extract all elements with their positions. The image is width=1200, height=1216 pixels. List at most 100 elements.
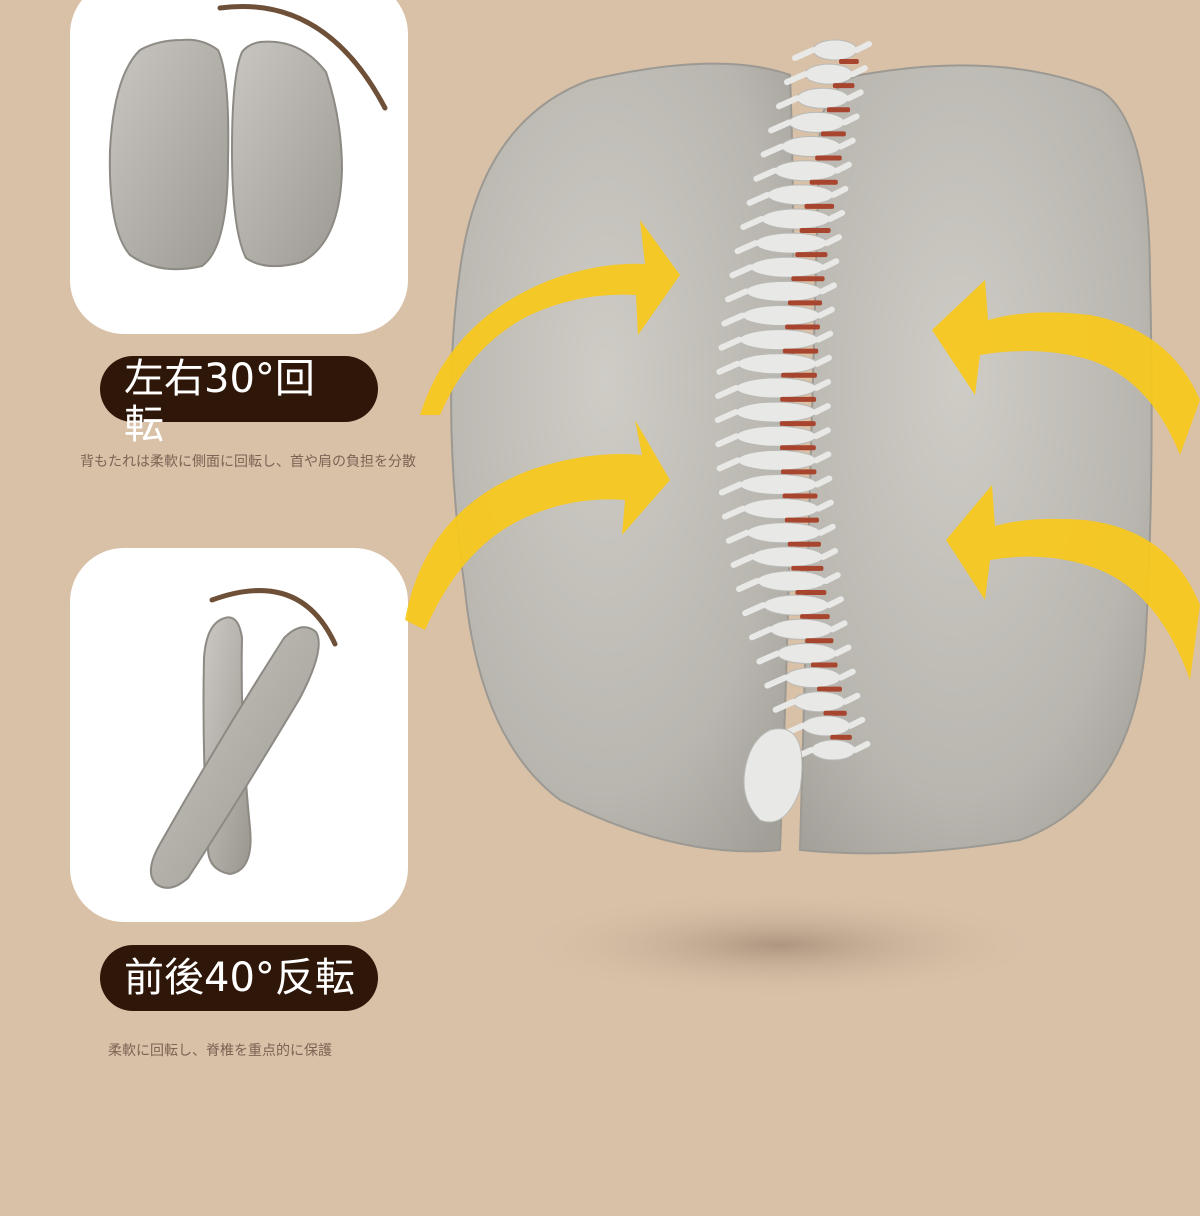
support-arrows <box>405 220 1200 680</box>
rotation-flip-card <box>70 548 408 922</box>
vertebra-process <box>783 65 868 86</box>
rotation-side-card <box>70 0 408 334</box>
vertebra <box>737 449 817 471</box>
vertebra <box>793 691 846 713</box>
vertebra <box>735 377 817 399</box>
vertebra <box>812 39 858 61</box>
spinal-disc <box>782 493 818 499</box>
vertebra-process <box>756 644 852 665</box>
vertebra-process <box>760 137 856 158</box>
arrow-upper-right-icon <box>932 280 1200 455</box>
spinal-disc <box>795 590 827 596</box>
vertebra-process <box>740 209 846 230</box>
arrow-lower-left-icon <box>405 420 670 630</box>
spinal-disc <box>791 565 824 571</box>
vertebra <box>781 136 842 158</box>
feature-caption-2: 柔軟に回転し、脊椎を重点的に保護 <box>108 1043 332 1059</box>
vertebra <box>749 256 825 278</box>
spinal-disc <box>791 276 825 282</box>
spinal-disc <box>809 179 838 185</box>
spinal-disc <box>805 638 834 644</box>
vertebra-process <box>768 113 860 134</box>
vertebra-process <box>721 499 834 520</box>
spinal-disc <box>830 734 852 740</box>
rotation-arc-icon <box>217 4 388 111</box>
right-pad <box>230 40 344 268</box>
spinal-disc <box>810 662 838 668</box>
vertebra-process <box>716 354 832 375</box>
spinal-disc <box>823 710 847 716</box>
vertebra-process <box>716 451 832 472</box>
spinal-disc <box>779 421 816 427</box>
vertebra <box>738 329 819 351</box>
vertebra-process <box>734 234 843 255</box>
spinal-disc <box>795 252 828 258</box>
spinal-disc <box>800 614 830 620</box>
vertebra <box>746 522 822 544</box>
sacrum <box>743 728 803 823</box>
cushion-shadow <box>510 890 1050 1000</box>
spinal-disc <box>826 107 851 113</box>
vertebra <box>801 715 851 737</box>
vertebra-process <box>772 692 861 713</box>
vertebra-process <box>715 427 831 448</box>
vertebra-process <box>775 89 864 110</box>
spinal-disc <box>804 203 835 209</box>
spinal-disc <box>815 155 842 161</box>
spinal-disc <box>787 300 823 306</box>
vertebra <box>788 111 846 133</box>
vertebra <box>756 570 827 592</box>
vertebra-process <box>718 475 833 496</box>
vertebra <box>745 280 823 302</box>
feature-title-1: 左右30°回転 <box>124 356 315 448</box>
spinal-disc <box>799 227 831 233</box>
vertebra-process <box>753 161 852 182</box>
vertebra <box>762 594 830 616</box>
vertebra <box>742 498 820 520</box>
spinal-disc <box>817 686 842 692</box>
spinal-disc <box>781 372 817 378</box>
vertebra <box>804 63 854 85</box>
vertebra <box>776 642 837 664</box>
spine <box>714 39 872 823</box>
crossed-cushion-image <box>149 588 338 889</box>
spinal-disc <box>820 131 846 137</box>
cushion-right-half <box>798 64 1153 855</box>
vertebra-process <box>718 330 834 351</box>
spinal-disc <box>839 59 859 64</box>
cushion-spine-illustration <box>405 39 1200 1000</box>
spinal-disc <box>787 541 821 547</box>
vertebra-process <box>764 668 856 689</box>
vertebra <box>736 353 818 375</box>
vertebra-process <box>714 403 831 424</box>
split-cushion-image <box>108 4 388 271</box>
vertebra-process <box>746 185 849 206</box>
vertebra <box>810 739 856 761</box>
spinal-disc <box>784 517 819 523</box>
vertebra <box>735 401 817 423</box>
spinal-disc <box>780 469 817 475</box>
feature-title-pill-2: 前後40°反転 <box>100 945 378 1011</box>
arrow-lower-right-icon <box>946 485 1200 680</box>
vertebra-process <box>748 620 848 641</box>
vertebra <box>760 208 831 230</box>
feature-title-pill-1: 左右30°回転 <box>100 356 378 448</box>
vertebra-process <box>715 378 832 399</box>
vertebra-process <box>725 523 836 544</box>
spinal-disc <box>782 348 819 354</box>
vertebra <box>767 184 834 206</box>
vertebra <box>773 160 838 182</box>
left-pad <box>108 38 230 271</box>
vertebra-process <box>725 282 837 303</box>
spinal-disc <box>832 83 855 89</box>
arrow-upper-left-icon <box>420 220 680 415</box>
vertebra-process <box>729 258 840 279</box>
feature-caption-1: 背もたれは柔軟に側面に回転し、首や肩の負担を分散 <box>80 454 416 470</box>
spinal-disc <box>780 396 817 402</box>
spinal-disc <box>780 445 816 451</box>
vertebra <box>741 305 821 327</box>
spinal-disc <box>785 324 820 330</box>
vertebra <box>769 618 834 640</box>
vertebra-process <box>742 596 844 617</box>
vertebra <box>796 87 850 109</box>
